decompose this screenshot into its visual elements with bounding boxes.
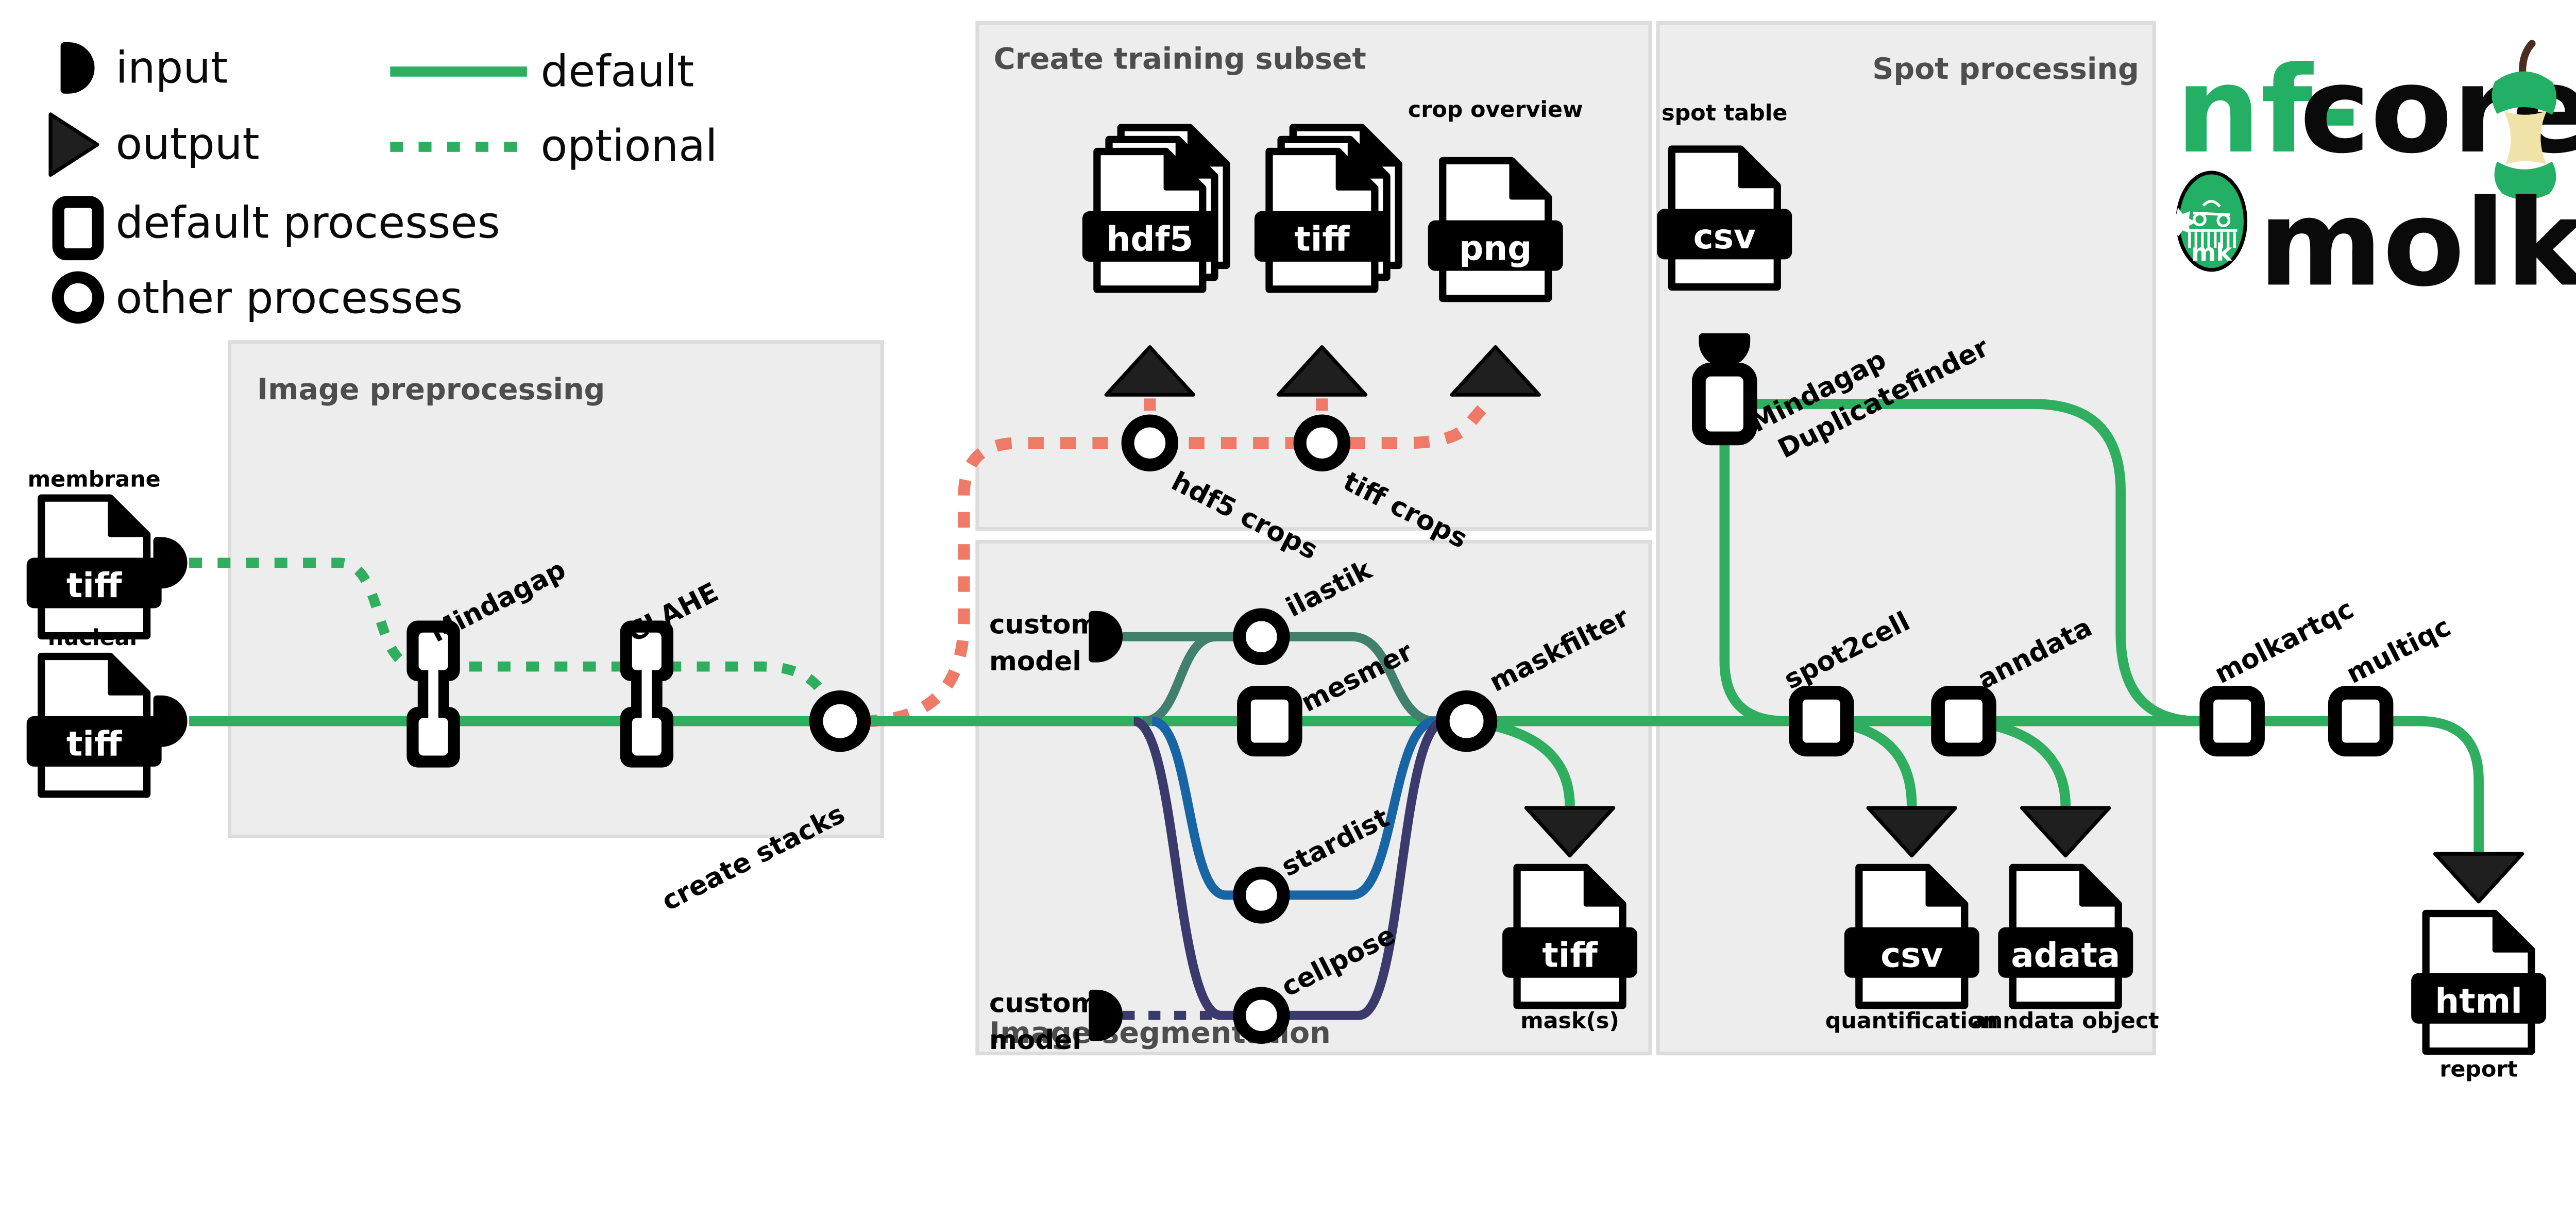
quantification-ext: csv <box>1880 935 1943 975</box>
molkart-pipeline-diagram: Image preprocessing Create training subs… <box>26 21 2576 1082</box>
mk-badge-text: mk <box>2191 239 2232 266</box>
hdf5-ext: hdf5 <box>1107 219 1194 259</box>
molkartqc-label: molkartqc <box>2210 594 2359 690</box>
nuclear-file-icon: tiff <box>26 656 162 794</box>
nuclear-ext: tiff <box>66 724 122 764</box>
mask-file-icon: tiff <box>1502 868 1638 1005</box>
apple-core-icon <box>2492 40 2557 200</box>
logo-nf: nf- <box>2176 41 2360 180</box>
mk-badge-kart-art <box>2188 200 2238 248</box>
mesmer-node <box>1244 692 1295 749</box>
main-default-line <box>189 716 2484 854</box>
membrane-file-icon: tiff <box>26 498 162 636</box>
mask-ext: tiff <box>1542 935 1598 975</box>
quantification-file-icon: csv <box>1844 868 1979 1005</box>
custom-model-top-line1: custom <box>989 610 1098 640</box>
png-ext: png <box>1459 228 1532 268</box>
preprocessing-title: Image preprocessing <box>257 373 605 407</box>
legend-other-processes-label: other processes <box>116 273 463 324</box>
custom-model-bottom-line1: custom <box>989 988 1098 1019</box>
anndata-object-caption: anndata object <box>1972 1008 2159 1034</box>
logo-molkart: molkart <box>2258 174 2576 313</box>
box-image-preprocessing <box>227 340 884 838</box>
nf-core-molkart-logo: nf- core/ mk molkart <box>2167 40 2576 313</box>
tiff-crops-ext: tiff <box>1294 219 1350 259</box>
tiff-crops-node <box>1293 414 1351 471</box>
duplicatefinder-down-line <box>1719 436 1786 726</box>
hdf5-crops-node <box>1121 414 1179 471</box>
report-file-icon: html <box>2411 914 2547 1051</box>
legend-input-icon <box>60 42 95 94</box>
membrane-caption: membrane <box>28 466 161 492</box>
training-title: Create training subset <box>994 42 1366 76</box>
tiff-crops-file-icon: tiff <box>1254 128 1399 290</box>
membrane-ext: tiff <box>66 566 122 605</box>
nuclear-caption: nuclear <box>48 625 141 651</box>
legend-input-label: input <box>116 42 228 93</box>
legend-other-process-icon <box>52 271 105 324</box>
legend-default-processes-label: default processes <box>116 197 500 248</box>
spot-table-caption: spot table <box>1662 100 1787 126</box>
custom-model-top-line2: model <box>989 646 1081 677</box>
legend-default-label: default <box>541 45 694 96</box>
legend-output-icon <box>48 112 99 177</box>
molkartqc-node <box>2207 692 2258 749</box>
nuclear-input-icon <box>153 695 188 747</box>
stardist-node <box>1233 867 1290 924</box>
anndata-object-file-icon: adata <box>1998 868 2133 1005</box>
spot-table-file-icon: csv <box>1657 149 1792 287</box>
custom-model-bottom-line2: model <box>989 1025 1081 1056</box>
anndata-object-ext: adata <box>2011 935 2120 975</box>
anndata-node <box>1938 692 1990 749</box>
legend-default-process-icon <box>52 196 104 261</box>
ilastik-branch-line <box>1123 632 1436 726</box>
ilastik-node <box>1233 608 1290 665</box>
duplicatefinder-node <box>1692 362 1757 446</box>
cellpose-node <box>1233 987 1290 1044</box>
hdf5-crops-file-icon: hdf5 <box>1082 128 1227 290</box>
mask-output-line <box>1490 720 1575 807</box>
spot2cell-node <box>1795 692 1847 749</box>
optional-membrane-line <box>189 557 832 704</box>
multiqc-node <box>2335 692 2386 749</box>
maskfilter-node <box>1435 690 1498 752</box>
quantification-line <box>1845 719 1917 807</box>
mask-caption: mask(s) <box>1520 1008 1619 1034</box>
report-ext: html <box>2435 981 2522 1021</box>
spot-table-ext: csv <box>1693 217 1756 257</box>
report-caption: report <box>2439 1056 2518 1082</box>
crop-overview-file-icon: png <box>1428 161 1563 298</box>
mk-badge-star <box>2167 207 2196 237</box>
report-triangle <box>2435 854 2522 902</box>
legend-output-label: output <box>116 118 260 169</box>
crop-overview-caption: crop overview <box>1408 97 1583 123</box>
multiqc-label: multiqc <box>2342 612 2456 690</box>
membrane-input-icon <box>153 537 188 589</box>
spot-title: Spot processing <box>1872 52 2139 86</box>
anndata-object-line <box>1987 719 2071 807</box>
legend: input output default optional default pr… <box>48 42 718 324</box>
create-stacks-node <box>809 690 871 752</box>
legend-optional-label: optional <box>541 120 718 171</box>
duplicatefinder-right-line <box>1750 399 2199 726</box>
quantification-caption: quantification <box>1825 1008 1998 1034</box>
